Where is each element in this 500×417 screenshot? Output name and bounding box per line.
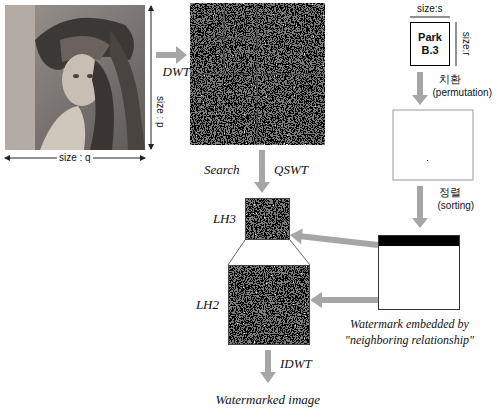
subband-box: LH3 [245,198,290,240]
dimension-label: size:s [417,3,443,15]
lh3-image [245,198,290,240]
watermark-logo-box: Park B.3 [410,22,450,66]
step-label: IDWT [280,357,312,372]
process-arrow [412,186,428,228]
process-arrow [412,72,428,105]
dwt-image [190,3,325,145]
step-label: 치환 [439,73,461,86]
arrow-shaft [321,297,378,303]
subband-label: LH2 [196,297,219,313]
result-label: Watermarked image [216,393,321,408]
process-arrow [156,46,187,64]
lh2-image [228,265,310,345]
step-label: 정렬 [439,186,461,199]
embed-arrow [310,292,378,308]
dimension-line [4,5,154,161]
sorted-watermark-box: Watermark embedded by "neighboring relat… [378,235,460,310]
embed-arrow [290,228,378,245]
permuted-image [393,110,473,180]
lena-photo [5,5,145,150]
dimension-label: size : q [57,152,93,164]
step-label: (sorting) [438,200,475,212]
watermark-text: Park B.3 [414,31,446,57]
arrow-shaft [301,236,378,245]
arrow-head [310,292,322,308]
step-label: QSWT [274,163,308,178]
zoom-lines [228,240,310,265]
arrow-head [290,228,303,244]
dimension-label: size : p [154,96,166,128]
dimension-label: size:r [460,32,472,56]
dimension-line [410,17,456,66]
subband-label: LH3 [213,211,236,227]
process-arrow [254,150,270,193]
step-label: DWT [163,65,190,80]
caption-text: Watermark embedded by "neighboring relat… [327,317,492,348]
step-label: (permutation) [433,87,492,99]
step-label: Search [204,163,240,178]
process-arrow [260,350,276,383]
sorted-bits-band [379,236,459,246]
subband-box: LH2 [228,265,310,345]
